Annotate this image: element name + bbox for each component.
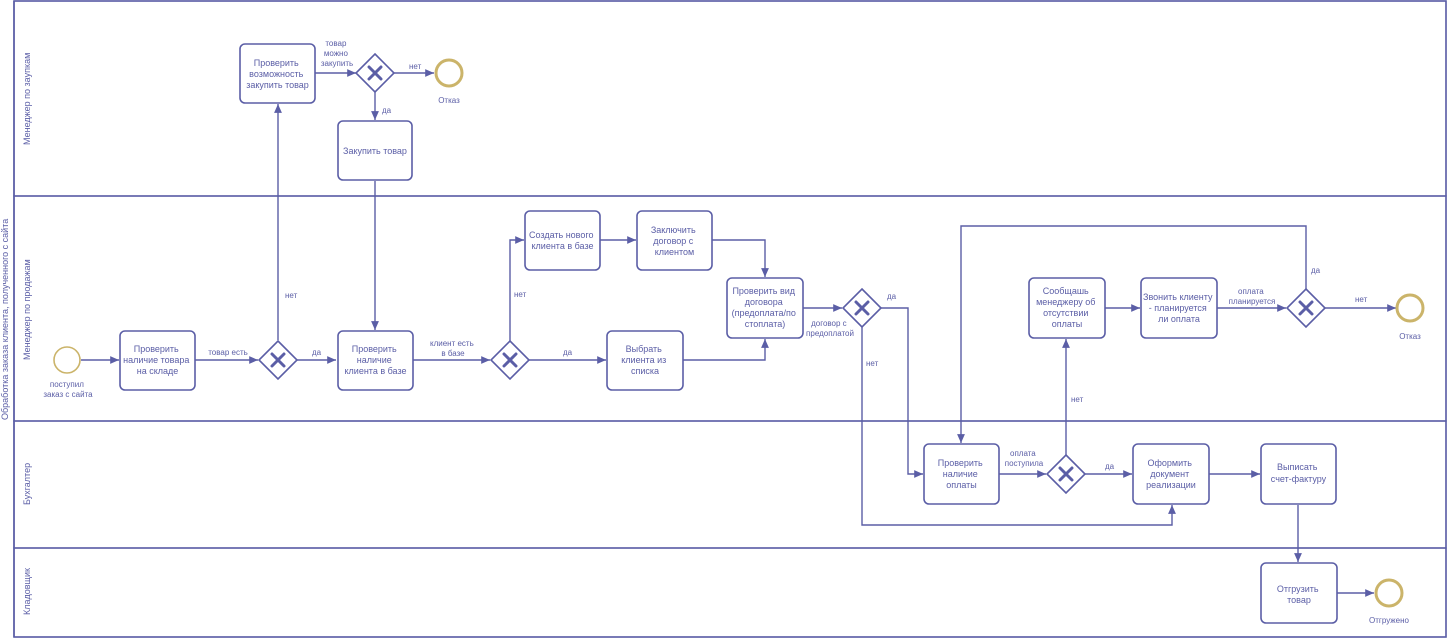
- lane-label-storekeeper: Кладовщик: [22, 568, 32, 615]
- task-check-contract-type[interactable]: Проверить вид договора (предоплата/по ст…: [726, 277, 804, 339]
- flow-gw4-to-sales-doc: [861, 327, 1176, 526]
- task-ship-goods[interactable]: Отгрузить товар: [1260, 562, 1338, 624]
- label-no-stock: нет: [285, 291, 298, 300]
- flow-gw6-to-check-payment: [957, 225, 1307, 443]
- gateway-planned[interactable]: [1285, 287, 1327, 329]
- label-yes-stock: да: [312, 348, 322, 357]
- task-check-purchase[interactable]: Проверить возможность закупить товар: [239, 43, 316, 104]
- end-event-refusal-purchase[interactable]: Отказ: [434, 58, 464, 105]
- gateway-contract-type[interactable]: [841, 287, 883, 329]
- task-check-stock[interactable]: Проверить наличие товара на складе: [119, 330, 196, 391]
- lane-storekeeper: [13, 547, 1447, 638]
- label-yes-payment: да: [1105, 462, 1115, 471]
- task-create-client[interactable]: Создать нового клиента в базе: [524, 210, 601, 271]
- end-event-refusal-sales[interactable]: Отказ: [1395, 293, 1425, 341]
- task-call-client[interactable]: Звонить клиенту - планируется ли оплата: [1140, 277, 1218, 339]
- task-report-no-payment[interactable]: Сообщашь менеджеру об отсутствии оплаты: [1028, 277, 1106, 339]
- lane-accountant: [13, 420, 1447, 549]
- svg-text:Проверить возможность: Проверить возможность закупить товар: [246, 58, 309, 90]
- svg-text:Звонить клиенту - планир: Звонить клиенту - планируется ли оплата: [1143, 292, 1215, 324]
- gateway-stock[interactable]: [257, 339, 299, 381]
- label-no-client: нет: [514, 290, 527, 299]
- lane-label-sales: Менеджер по продажам: [22, 259, 32, 360]
- flow-labels: товар можно закупить нет да товар есть д…: [208, 39, 1367, 471]
- pool-title: Обработка заказа клиента, полученного с …: [0, 219, 10, 420]
- flow-gw3-to-create-client: [509, 236, 524, 341]
- label-yes-type: да: [887, 292, 897, 301]
- label-no-payment: нет: [1071, 395, 1084, 404]
- label-can-buy: товар можно закупить: [321, 39, 353, 68]
- svg-text:Создать нового клиента в: Создать нового клиента в базе: [529, 230, 596, 251]
- svg-text:поступил заказ с сайта: поступил заказ с сайта: [43, 380, 93, 399]
- sequence-flows: [81, 69, 1396, 597]
- svg-text:Закупить товар: Закупить товар: [343, 146, 407, 156]
- svg-text:Выписать счет-фактуру: Выписать счет-фактуру: [1271, 462, 1327, 484]
- end-event-shipped[interactable]: Отгружено: [1369, 578, 1410, 625]
- svg-text:Отказ: Отказ: [438, 96, 460, 105]
- svg-text:Сообщашь менеджеру об: Сообщашь менеджеру об отсутствии оплаты: [1036, 286, 1098, 329]
- svg-text:Проверить наличие товара: Проверить наличие товара на складе: [123, 344, 192, 376]
- flow-select-to-check-type: [683, 339, 769, 361]
- svg-text:Проверить вид договора: Проверить вид договора (предоплата/по ст…: [732, 286, 799, 329]
- label-prepay-contract: договор с предоплатой: [806, 319, 854, 338]
- task-make-contract[interactable]: Заключить договор с клиентом: [636, 210, 713, 271]
- gateway-purchase[interactable]: [354, 52, 396, 94]
- label-yes-purchase: да: [382, 106, 392, 115]
- gateway-payment[interactable]: [1045, 453, 1087, 495]
- task-check-client[interactable]: Проверить наличие клиента в базе: [337, 330, 414, 391]
- svg-text:Проверить наличие: Проверить наличие клиента в базе: [345, 344, 407, 376]
- label-yes-client: да: [563, 348, 573, 357]
- task-select-client[interactable]: Выбрать клиента из списка: [606, 330, 684, 391]
- task-buy-goods[interactable]: Закупить товар: [337, 120, 413, 181]
- start-event[interactable]: поступил заказ с сайта: [43, 346, 93, 399]
- task-issue-invoice[interactable]: Выписать счет-фактуру: [1260, 443, 1337, 505]
- svg-text:Отгружено: Отгружено: [1369, 616, 1409, 625]
- flow-gw4-to-check-payment: [881, 307, 923, 478]
- svg-text:Отказ: Отказ: [1399, 332, 1421, 341]
- lane-purchase: [13, 0, 1447, 197]
- lane-label-purchase: Менеджер по заупкам: [22, 53, 32, 145]
- label-yes-planned: да: [1311, 266, 1321, 275]
- gateway-client[interactable]: [489, 339, 531, 381]
- svg-text:Выбрать клиента из: Выбрать клиента из списка: [621, 344, 669, 376]
- label-no-type: нет: [866, 359, 879, 368]
- label-client-exists: клиент есть в базе: [430, 339, 476, 358]
- label-payment-planned: оплата планируется: [1229, 287, 1276, 306]
- svg-text:Заключить договор с: Заключить договор с клиентом: [651, 225, 698, 257]
- label-payment-received: оплата поступила: [1005, 449, 1044, 468]
- label-no-planned: нет: [1355, 295, 1368, 304]
- flow-contract-to-check-type: [712, 239, 769, 277]
- svg-text:Проверить наличие: Проверить наличие оплаты: [938, 458, 986, 490]
- label-no-purchase: нет: [409, 62, 422, 71]
- task-check-payment[interactable]: Проверить наличие оплаты: [923, 443, 1000, 505]
- task-make-sales-doc[interactable]: Оформить документ реализации: [1132, 443, 1210, 505]
- label-in-stock: товар есть: [208, 348, 248, 357]
- svg-text:Оформить документ: Оформить документ реализации: [1146, 458, 1196, 490]
- lane-label-accountant: Бухгалтер: [22, 463, 32, 505]
- svg-text:Отгрузить товар: Отгрузить товар: [1277, 584, 1321, 605]
